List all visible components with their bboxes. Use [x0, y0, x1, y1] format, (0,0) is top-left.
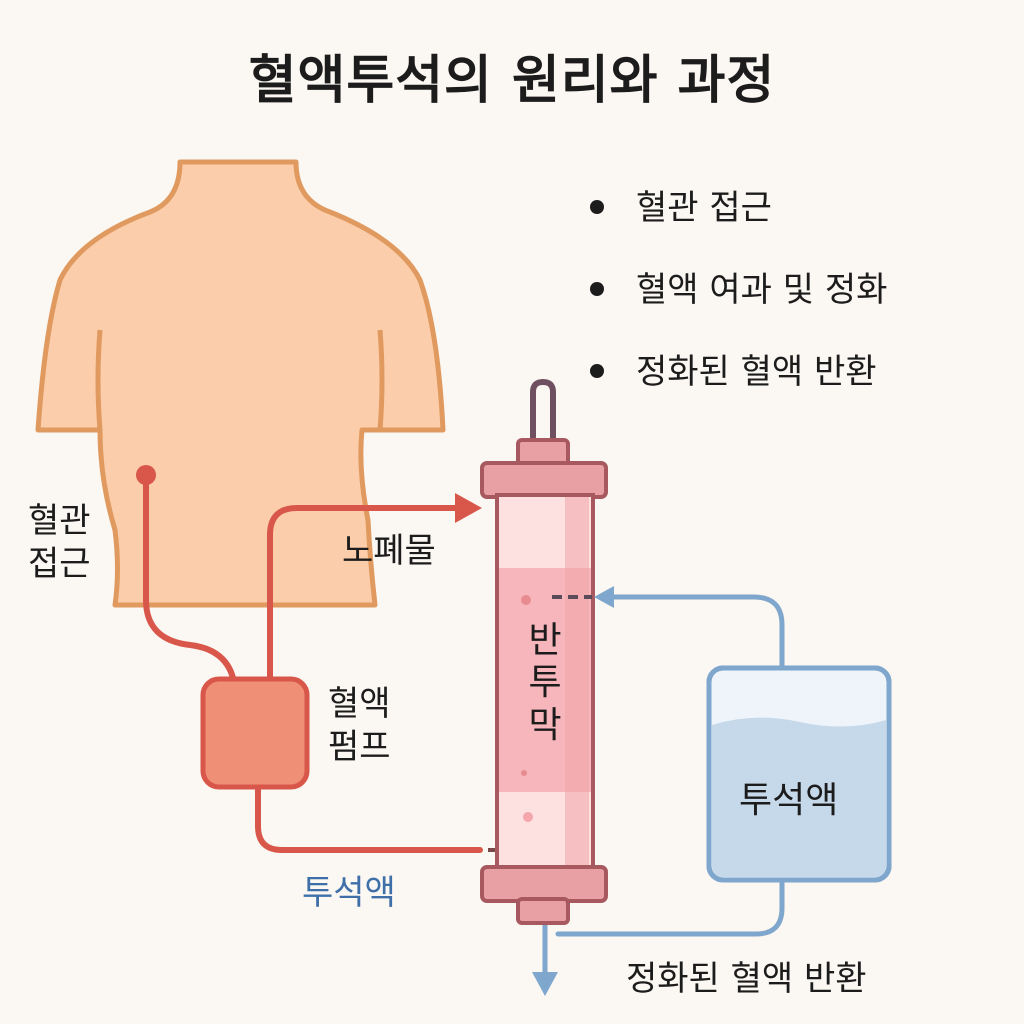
list-item: 혈관 접근 [590, 180, 887, 262]
membrane-label: 반 투 막 [520, 620, 570, 747]
waste-label: 노폐물 [342, 531, 436, 571]
blood-line-pump-to-filter-bottom [255, 787, 483, 853]
torso-arm-crease-right [377, 329, 385, 431]
blood-pump-label-line: 펌프 [328, 726, 391, 767]
filter-bottom-cap-small [516, 897, 570, 925]
list-item: 혈액 여과 및 정화 [590, 262, 887, 344]
blood-flow-arrow-head [455, 493, 482, 523]
dialysate-tank-outline [706, 665, 892, 883]
dialysate-liquid [712, 717, 886, 877]
blood-pump-label-line: 혈액 [328, 684, 391, 724]
dialysate-arrow-head [594, 586, 614, 608]
membrane-label-char: 반 [528, 620, 562, 661]
blood-pump [200, 676, 310, 790]
blood-line-to-pump [143, 472, 238, 693]
torso-arm-crease-left [95, 329, 103, 431]
returned-blood-label: 정화된 혈액 반환 [626, 959, 867, 999]
filter-hook [530, 378, 556, 442]
process-steps-list: 혈관 접근 혈액 여과 및 정화 정화된 혈액 반환 [590, 180, 887, 426]
blood-line-to-filter [267, 505, 465, 683]
list-item: 정화된 혈액 반환 [590, 344, 887, 426]
step-text: 혈관 접근 [636, 188, 772, 228]
vascular-access-label-line: 접근 [28, 543, 91, 584]
outflow-arrow-head [532, 972, 558, 996]
vascular-access-label-line: 혈관 [28, 501, 91, 541]
dialysate-line-to-filter [607, 594, 785, 671]
dialysate-return-line [555, 877, 785, 937]
filter-highlight [565, 497, 589, 867]
blood-pump-label: 혈액 펌프 [328, 683, 391, 768]
filter-particle [523, 812, 533, 822]
filter-particle [521, 595, 531, 605]
bullet-icon [590, 282, 604, 296]
vascular-access-label: 혈관 접근 [28, 500, 91, 585]
page-title: 혈액투석의 원리와 과정 [248, 51, 776, 111]
filter-top-cap [480, 461, 608, 499]
dialysate-label: 투석액 [302, 873, 396, 913]
bullet-icon [590, 200, 604, 214]
patient-torso [35, 159, 446, 608]
step-text: 혈액 여과 및 정화 [636, 270, 888, 310]
filter-particle [521, 770, 527, 776]
membrane-label-char: 막 [528, 704, 562, 746]
dialysate-tank-label: 투석액 [739, 780, 839, 821]
bullet-icon [590, 364, 604, 378]
filter-bottom-cap [480, 865, 608, 903]
membrane-label-char: 투 [528, 662, 562, 704]
step-text: 정화된 혈액 반환 [636, 352, 877, 392]
